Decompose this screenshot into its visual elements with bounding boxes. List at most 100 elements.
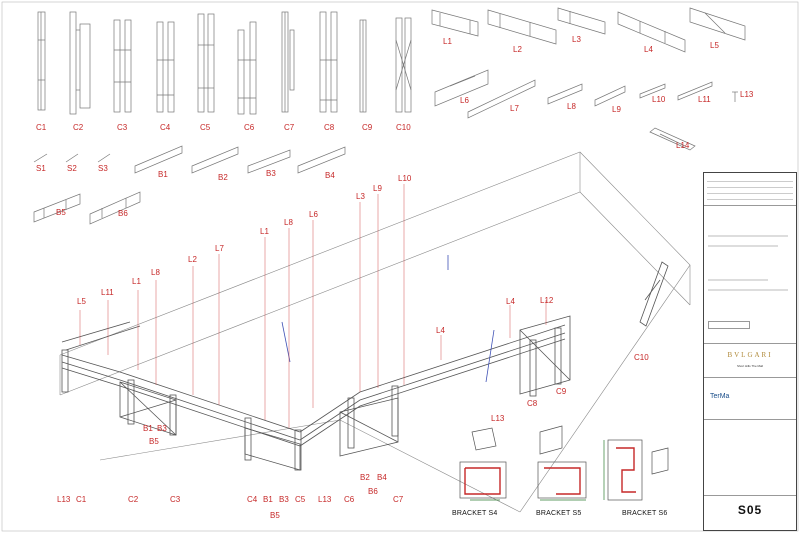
bracket-s5-caption: BRACKET S5 — [536, 510, 582, 517]
label-c2: C2 — [73, 123, 84, 132]
title-block-header — [704, 173, 796, 206]
label-b5: B5 — [56, 208, 66, 217]
bracket-s6-caption: BRACKET S6 — [622, 510, 668, 517]
part-b5 — [33, 193, 81, 223]
assembly-label-b1b: B1 — [263, 495, 273, 504]
label-c8: C8 — [324, 123, 335, 132]
assembly-label-b3b: B3 — [279, 495, 289, 504]
part-c1 — [37, 11, 46, 111]
part-l11 — [677, 81, 713, 101]
label-c9: C9 — [362, 123, 373, 132]
assembly-label-l1b: L1 — [260, 227, 269, 236]
title-block-notes — [704, 205, 796, 344]
bracket-s4 — [459, 427, 507, 501]
room-outline — [59, 151, 691, 513]
assembly-label-c10: C10 — [634, 353, 649, 362]
part-c2 — [69, 11, 91, 115]
assembly-label-l2: L2 — [188, 255, 197, 264]
label-s2: S2 — [67, 164, 77, 173]
bracket-s5 — [537, 425, 587, 501]
assembly-label-l1a: L1 — [132, 277, 141, 286]
part-c9 — [359, 19, 367, 113]
label-b2: B2 — [218, 173, 228, 182]
part-s2 — [65, 153, 79, 163]
assembly-label-b5b: B5 — [270, 511, 280, 520]
revision-block — [704, 419, 796, 496]
part-l1 — [431, 9, 479, 37]
assembly-label-c5: C5 — [295, 495, 306, 504]
assembly-label-b2: B2 — [360, 473, 370, 482]
part-l5 — [689, 7, 746, 41]
part-c6 — [237, 21, 257, 115]
part-l8 — [547, 83, 583, 105]
part-c4 — [156, 21, 175, 113]
label-l9: L9 — [612, 105, 621, 114]
label-c10: C10 — [396, 123, 411, 132]
label-c1: C1 — [36, 123, 47, 132]
assembly-label-l13c: L13 — [318, 495, 332, 504]
label-l2: L2 — [513, 45, 522, 54]
label-l1: L1 — [443, 37, 452, 46]
frame-assembly — [61, 261, 669, 471]
part-c10 — [395, 17, 412, 113]
label-l5: L5 — [710, 41, 719, 50]
label-c6: C6 — [244, 123, 255, 132]
assembly-label-l13a: L13 — [57, 495, 71, 504]
part-l13 — [732, 91, 738, 102]
assembly-label-c2: C2 — [128, 495, 139, 504]
part-l10 — [639, 83, 666, 99]
label-c5: C5 — [200, 123, 211, 132]
assembly-label-l3: L3 — [356, 192, 365, 201]
label-l14: L14 — [676, 141, 690, 150]
part-l2 — [487, 9, 557, 45]
assembly-label-c1: C1 — [76, 495, 87, 504]
label-c4: C4 — [160, 123, 171, 132]
part-b6 — [89, 191, 141, 225]
part-s3 — [97, 153, 111, 163]
part-c3 — [113, 19, 132, 113]
assembly-label-l4a: L4 — [436, 326, 445, 335]
label-b3: B3 — [266, 169, 276, 178]
label-l4: L4 — [644, 45, 653, 54]
assembly-label-b6: B6 — [368, 487, 378, 496]
label-s3: S3 — [98, 164, 108, 173]
client-subtitle: Short Hills The Mall — [737, 364, 763, 368]
assembly-label-b3a: B3 — [157, 424, 167, 433]
assembly-label-c9: C9 — [556, 387, 567, 396]
part-b3 — [247, 149, 291, 174]
title-block: BVLGARI Short Hills The Mall TerMa S05 — [703, 172, 797, 531]
company-logo: TerMa — [710, 393, 730, 400]
company-block — [704, 377, 796, 420]
bracket-s4-caption: BRACKET S4 — [452, 510, 498, 517]
assembly-label-c8: C8 — [527, 399, 538, 408]
label-l7: L7 — [510, 104, 519, 113]
part-s1 — [33, 153, 48, 163]
assembly-label-l6: L6 — [309, 210, 318, 219]
part-l7 — [467, 79, 536, 119]
assembly-label-c3: C3 — [170, 495, 181, 504]
column-parts — [37, 11, 412, 115]
sheet-number: S05 — [737, 503, 763, 517]
label-s1: S1 — [36, 164, 46, 173]
label-c3: C3 — [117, 123, 128, 132]
bracket-s6 — [603, 439, 669, 501]
part-l9 — [594, 85, 626, 107]
part-l14 — [649, 127, 696, 151]
label-b6: B6 — [118, 209, 128, 218]
label-l11: L11 — [698, 95, 711, 104]
assembly-label-l8a: L8 — [151, 268, 160, 277]
label-b4: B4 — [325, 171, 335, 180]
part-b4 — [297, 146, 346, 174]
assembly-label-c4: C4 — [247, 495, 258, 504]
label-l8: L8 — [567, 102, 576, 111]
label-b1: B1 — [158, 170, 168, 179]
assembly-label-l5: L5 — [77, 297, 86, 306]
label-c7: C7 — [284, 123, 295, 132]
part-b2 — [191, 146, 239, 174]
long-parts — [431, 7, 746, 151]
assembly-label-b4: B4 — [377, 473, 387, 482]
assembly-label-b5a: B5 — [149, 437, 159, 446]
part-b1 — [134, 145, 183, 174]
assembly-label-l4b: L4 — [506, 297, 515, 306]
